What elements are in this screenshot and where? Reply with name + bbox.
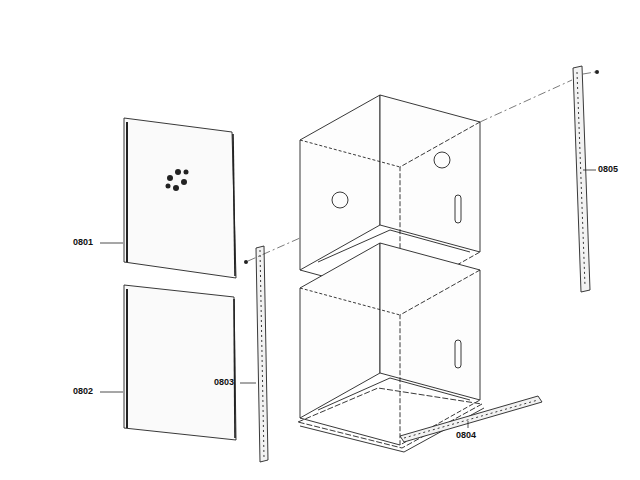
oven-cavity-lower: [300, 243, 480, 445]
callout-number: 0804: [456, 431, 476, 440]
top-panel: [124, 118, 236, 278]
leader-line: [100, 170, 596, 428]
assembly-line: [248, 72, 595, 261]
lower-panel: [124, 285, 236, 440]
front-rail: [400, 396, 542, 442]
left-rail: [256, 246, 268, 462]
callout-number: 0805: [598, 165, 618, 174]
screw: [244, 70, 599, 264]
callout-number: 0803: [214, 378, 234, 387]
callout-number: 0801: [73, 238, 93, 247]
right-rail: [573, 66, 590, 292]
callout-number: 0802: [73, 387, 93, 396]
